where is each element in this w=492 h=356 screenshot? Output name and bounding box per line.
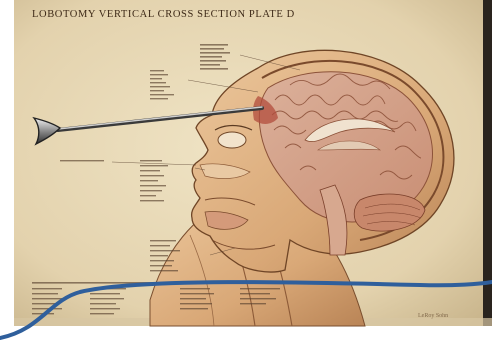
plate-title: LOBOTOMY VERTICAL CROSS SECTION PLATE D [32, 9, 295, 20]
plate-frame-edge [483, 0, 492, 326]
eye-orbit [218, 132, 246, 148]
artist-signature: LeRoy Sohn [418, 313, 448, 319]
